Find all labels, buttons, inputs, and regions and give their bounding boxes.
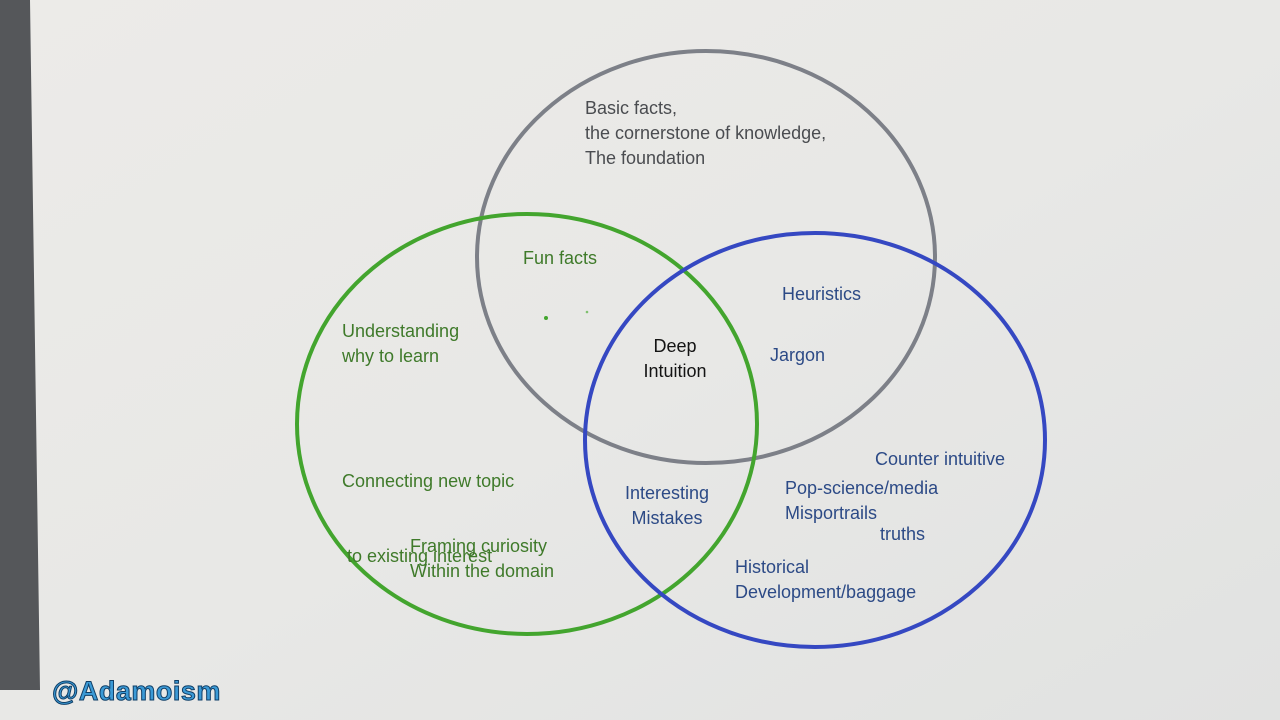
jargon-label: Jargon <box>770 345 826 365</box>
counter-intuitive-label: Counter intuitive truths <box>875 397 1005 572</box>
author-watermark: @Adamoism <box>52 676 221 707</box>
curiosity-line-5: Framing curiosity <box>410 536 548 556</box>
fun-facts-label: Fun facts <box>523 248 598 268</box>
nuance-line-4: Misportrails <box>785 503 878 523</box>
curiosity-line-4: to existing interest <box>342 546 493 566</box>
ink-dot <box>585 310 589 314</box>
nuance-line-6: Development/baggage <box>735 582 917 602</box>
framing-curiosity-label: Framing curiosity Within the domain <box>410 534 554 584</box>
nuance-line-2: truths <box>875 524 926 544</box>
center-line-1: Deep <box>653 336 697 356</box>
curiosity-line-6: Within the domain <box>410 561 555 581</box>
connecting-topic-label: Connecting new topic to existing interes… <box>342 419 514 594</box>
knowledge-circle <box>475 49 937 465</box>
nuance-line-3: Pop-science/media <box>785 478 939 498</box>
historical-label: Historical Development/baggage <box>735 555 916 605</box>
knowledge-line-1: Basic facts, <box>585 98 678 118</box>
deep-intuition-label: Deep Intuition <box>630 334 720 384</box>
curiosity-circle <box>295 212 759 636</box>
mistakes-line-1: Interesting <box>624 483 710 503</box>
center-line-2: Intuition <box>643 361 707 381</box>
curiosity-line-1: Understanding <box>342 321 460 341</box>
heuristics-label: Heuristics <box>782 284 862 304</box>
pop-science-label: Pop-science/media Misportrails <box>785 476 938 526</box>
curiosity-line-2: why to learn <box>342 346 440 366</box>
mistakes-line-2: Mistakes <box>631 508 703 528</box>
knowledge-line-2: the cornerstone of knowledge, <box>585 123 827 143</box>
nuance-line-1: Counter intuitive <box>875 449 1006 469</box>
interesting-mistakes-label: Interesting Mistakes <box>612 481 722 531</box>
curiosity-line-3: Connecting new topic <box>342 471 515 491</box>
nuance-line-5: Historical <box>735 557 810 577</box>
nuance-circle <box>583 231 1047 649</box>
knowledge-text: Basic facts, the cornerstone of knowledg… <box>585 96 826 171</box>
knowledge-line-3: The foundation <box>585 148 706 168</box>
understanding-why-label: Understanding why to learn <box>342 319 459 369</box>
ink-dot <box>544 316 548 320</box>
